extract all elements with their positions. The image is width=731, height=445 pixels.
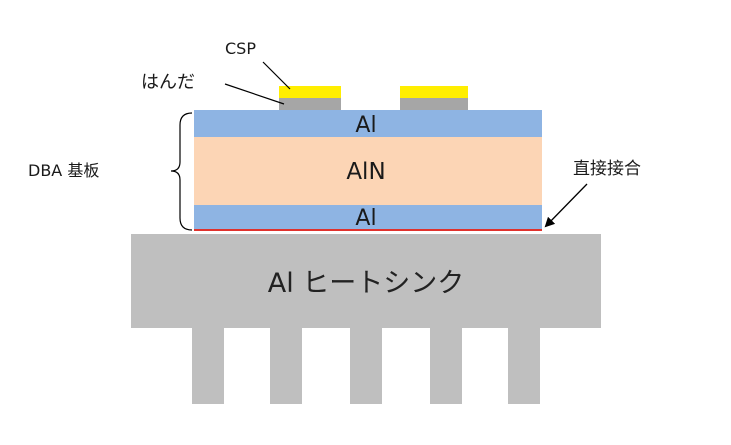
heatsink-fin — [270, 328, 302, 404]
heatsink-fin — [350, 328, 382, 404]
dba-substrate-label: DBA 基板 — [28, 161, 99, 180]
dba-brace — [170, 112, 193, 231]
csp-chip-left — [279, 86, 341, 98]
heatsink-fin — [508, 328, 540, 404]
solder-leader-line — [224, 83, 285, 105]
al-bottom-label: Al — [355, 206, 376, 231]
heatsink-label: Al ヒートシンク — [268, 268, 465, 299]
heatsink-fin — [192, 328, 224, 404]
heatsink-base — [131, 234, 601, 328]
csp-chip-right — [400, 86, 468, 98]
al-top-label: Al — [355, 113, 376, 138]
csp-leader-line — [262, 61, 291, 90]
direct-bonding-label: 直接接合 — [573, 159, 641, 179]
direct-bond-line — [194, 229, 542, 231]
direct-bonding-arrow — [544, 183, 588, 228]
solder-right — [400, 98, 468, 110]
al-top-layer — [194, 110, 542, 137]
heatsink-fins — [192, 328, 540, 404]
heatsink-fin — [430, 328, 462, 404]
aln-layer — [194, 137, 542, 205]
solder-label: はんだ — [141, 72, 195, 93]
solder-left — [279, 98, 341, 110]
csp-label: CSP — [225, 39, 256, 58]
al-bottom-layer — [194, 205, 542, 229]
aln-label: AlN — [346, 159, 385, 185]
